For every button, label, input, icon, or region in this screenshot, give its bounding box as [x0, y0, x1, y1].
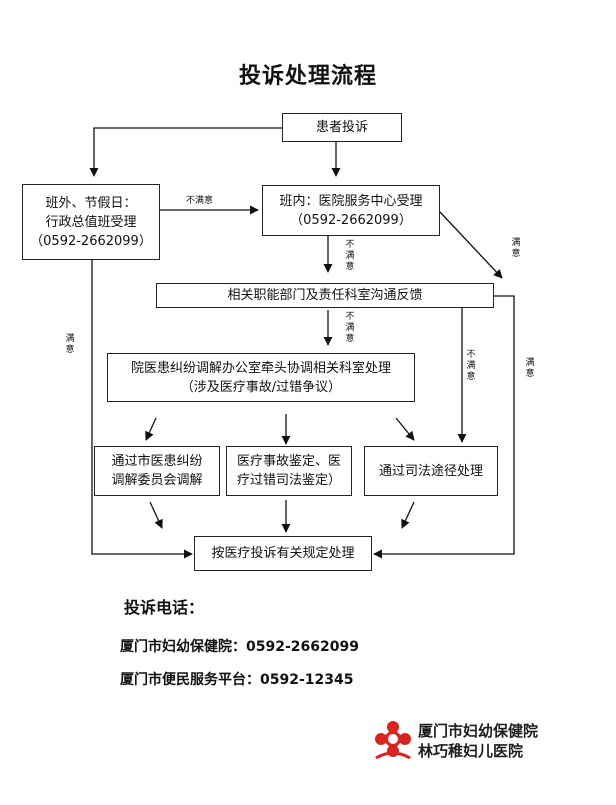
- departments-label: 相关职能部门及责任科室沟通反馈: [227, 288, 423, 303]
- label-satisfied-departments: 满 意: [525, 358, 535, 379]
- page-title: 投诉处理流程: [238, 63, 377, 89]
- offhours-line-1: 班外、节假日：: [45, 195, 137, 211]
- complaint-phone-heading: 投诉电话：: [124, 598, 205, 617]
- final-label: 按医疗投诉有关规定处理: [211, 546, 355, 561]
- edge-offhours-final: [91, 260, 193, 559]
- service-center-line-2: （0592-2662099）: [290, 212, 412, 228]
- offhours-line-3: （0592-2662099）: [30, 233, 152, 249]
- appraisal-box: 医疗事故鉴定、医 疗过错司法鉴定）: [226, 446, 352, 496]
- hospital-emblem-icon: [375, 721, 411, 760]
- patient-complaint-label: 患者投诉: [315, 120, 368, 135]
- service-center-box: 班内：医院服务中心受理 （0592-2662099）: [262, 185, 440, 236]
- appraisal-line-2: 疗过错司法鉴定）: [236, 473, 341, 488]
- logo-line-2: 林巧稚妇儿医院: [418, 742, 524, 760]
- edge-judicial-final: [401, 501, 415, 529]
- city-committee-line-2: 调解委员会调解: [111, 473, 203, 488]
- offhours-box: 班外、节假日： 行政总值班受理 （0592-2662099）: [22, 184, 160, 260]
- label-not-satisfied-offhours: 不满意: [186, 196, 214, 206]
- mediation-office-line-2: （涉及医疗事故/过错争议）: [180, 379, 342, 395]
- appraisal-line-1: 医疗事故鉴定、医: [236, 454, 341, 469]
- edge-departments-final: [373, 295, 515, 559]
- edge-mediation-committee: [145, 417, 157, 441]
- mediation-office-box: 院医患纠纷调解办公室牵头协调相关科室处理 （涉及医疗事故/过错争议）: [107, 353, 415, 402]
- edge-service-satisfied: [439, 211, 503, 279]
- departments-box: 相关职能部门及责任科室沟通反馈: [156, 283, 494, 308]
- edge-patient-offhours: [89, 127, 282, 177]
- mediation-office-line-1: 院医患纠纷调解办公室牵头协调相关科室处理: [130, 360, 391, 376]
- final-box: 按医疗投诉有关规定处理: [194, 536, 372, 571]
- edge-mediation-judicial: [395, 417, 415, 441]
- hospital-logo: 厦门市妇幼保健院 林巧稚妇儿医院: [372, 718, 572, 764]
- label-not-satisfied-service: 不 满 意: [345, 240, 355, 272]
- offhours-line-2: 行政总值班受理: [45, 214, 137, 230]
- label-not-satisfied-judicial: 不 满 意: [466, 350, 476, 382]
- judicial-box: 通过司法途径处理: [364, 446, 498, 496]
- label-satisfied-offhours: 满 意: [65, 334, 75, 355]
- hospital-phone: 厦门市妇幼保健院：0592-2662099: [120, 639, 359, 655]
- label-satisfied-service: 满 意: [511, 238, 521, 259]
- label-not-satisfied-departments: 不 满 意: [345, 312, 355, 344]
- city-hotline-phone: 厦门市便民服务平台：0592-12345: [120, 672, 354, 688]
- city-committee-box: 通过市医患纠纷 调解委员会调解: [94, 446, 220, 496]
- edge-committee-final: [149, 501, 163, 529]
- logo-line-1: 厦门市妇幼保健院: [418, 722, 539, 740]
- judicial-label: 通过司法途径处理: [378, 463, 483, 479]
- service-center-line-1: 班内：医院服务中心受理: [279, 193, 423, 209]
- city-committee-line-1: 通过市医患纠纷: [111, 454, 203, 469]
- patient-complaint-box: 患者投诉: [282, 113, 402, 142]
